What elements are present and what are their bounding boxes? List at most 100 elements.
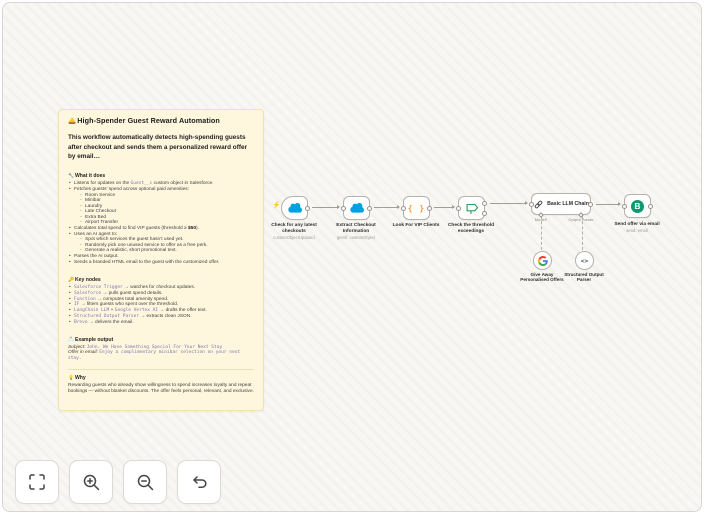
connection-wire: [374, 205, 400, 209]
subnode-structured-output-parser[interactable]: <>: [575, 251, 594, 270]
key-nodes-list: Salesforce Trigger → watches for checkou…: [68, 285, 254, 326]
list-item: Uses an AI agent to: Spot which services…: [68, 232, 254, 254]
code-braces-icon: { }: [407, 203, 426, 213]
brevo-icon: B: [631, 199, 644, 213]
amenities-list: Room Service Minibar Laundry Late Checko…: [74, 193, 254, 226]
list-item: Fetches guests’ spend across optional pa…: [68, 187, 254, 226]
what-it-does-list: Listens for updates on the Guest__c cust…: [68, 181, 254, 265]
google-g-icon: [537, 255, 548, 266]
list-item: Parses the AI output.: [68, 254, 254, 260]
salesforce-cloud-icon: [287, 203, 302, 213]
node-title: Basic LLM Chain: [547, 201, 589, 207]
connection-wire: [490, 201, 528, 205]
list-item: Sends a branded HTML email to the guest …: [68, 260, 254, 266]
example-offer: Offer in email: Enjoy a complimentary mi…: [68, 350, 241, 362]
angle-brackets-icon: <>: [580, 256, 589, 265]
output-port[interactable]: [367, 206, 372, 211]
node-look-for-vip-clients[interactable]: { }: [401, 196, 432, 220]
node-subtitle: getAll: customObject: [336, 234, 376, 240]
node-check-latest-checkouts[interactable]: [281, 196, 310, 220]
input-port[interactable]: [622, 204, 627, 209]
section-heading-key-nodes: 🔑Key nodes: [68, 276, 101, 283]
zoom-out-icon: [137, 474, 153, 490]
output-port[interactable]: [588, 202, 593, 207]
envelope-icon: 📩: [68, 337, 74, 343]
list-item: Extra Bed: [79, 215, 254, 221]
list-item: Spot which services the guest hasn’t use…: [79, 237, 254, 243]
list-item: Laundry: [79, 204, 254, 210]
list-item: LangChain LLM + Google Vertex AI → draft…: [68, 308, 254, 314]
salesforce-cloud-icon: [349, 203, 364, 213]
model-sub-connection: [541, 216, 542, 250]
fit-view-button[interactable]: [15, 460, 59, 504]
list-item: Generate a realistic, short promotional …: [79, 248, 254, 254]
section-heading-what: 🔧What it does: [68, 172, 106, 179]
list-item: Calculates total spend to find VIP guest…: [68, 226, 254, 232]
parser-connector-label: Output Parser: [568, 217, 594, 222]
node-label: Check the threshold exceedings: [447, 223, 495, 234]
list-item: Salesforce → pulls guest spend details.: [68, 291, 254, 297]
input-port[interactable]: [456, 206, 461, 211]
sticky-note[interactable]: 🛎️High-Spender Guest Reward Automation T…: [58, 109, 264, 411]
connection-wire: [596, 202, 621, 206]
node-label: Look For VIP Clients: [392, 223, 440, 228]
output-port[interactable]: [427, 206, 432, 211]
section-heading-example: 📩Example output: [68, 336, 114, 343]
node-label: Check for any latest checkouts customObj…: [265, 223, 323, 240]
node-extract-checkout-information[interactable]: [341, 196, 372, 220]
list-item: Listens for updates on the Guest__c cust…: [68, 181, 254, 187]
node-subtitle: customObjectUpdated: [273, 234, 315, 240]
output-port[interactable]: [648, 204, 653, 209]
example-subject: Subject: John, We Have Something Special…: [68, 344, 223, 350]
node-check-threshold[interactable]: [456, 196, 487, 220]
node-label: Send offer via email send: email: [608, 222, 666, 234]
list-item: Airport Transfer: [79, 220, 254, 226]
reset-zoom-button[interactable]: [177, 460, 221, 504]
output-port-false[interactable]: [482, 211, 487, 216]
zoom-in-icon: [83, 474, 99, 490]
undo-icon: [192, 475, 207, 488]
input-port[interactable]: [401, 206, 406, 211]
connection-wire: [312, 205, 340, 209]
trigger-lightning-icon: ⚡: [272, 202, 281, 209]
wrench-icon: 🔧: [68, 173, 74, 179]
list-item: Minibar: [79, 198, 254, 204]
section-heading-why: 💡Why: [68, 375, 86, 382]
ai-agent-list: Spot which services the guest hasn’t use…: [74, 237, 254, 254]
parser-sub-connection: [582, 216, 583, 250]
zoom-in-button[interactable]: [69, 460, 113, 504]
why-text: Rewarding guests who already show willin…: [68, 383, 254, 394]
node-send-offer-via-email[interactable]: B: [622, 194, 653, 218]
divider: [68, 369, 254, 371]
key-icon: 🔑: [68, 277, 74, 283]
output-port[interactable]: [305, 206, 310, 211]
fit-view-icon: [29, 474, 45, 490]
chain-link-icon: [534, 200, 543, 208]
input-port[interactable]: [341, 206, 346, 211]
node-label: Extract Checkout Information getAll: cus…: [327, 223, 385, 240]
sticky-title: 🛎️High-Spender Guest Reward Automation: [68, 116, 220, 125]
zoom-out-button[interactable]: [123, 460, 167, 504]
list-item: Room Service: [79, 193, 254, 199]
lightbulb-icon: 💡: [68, 376, 74, 382]
sticky-description: This workflow automatically detects high…: [68, 134, 247, 161]
list-item: Function → computes total amenity spend.: [68, 297, 254, 303]
output-port-true[interactable]: [482, 201, 487, 206]
subnode-google-vertex-model[interactable]: [533, 251, 552, 270]
list-item: Salesforce Trigger → watches for checkou…: [68, 285, 254, 291]
model-connector-label: Model*: [534, 217, 548, 222]
list-item: Randomly pick one unused service to offe…: [79, 243, 254, 249]
connection-wire: [434, 205, 455, 209]
subnode-label: Give Away Personalised Offers: [520, 272, 564, 283]
list-item: Late Checkout: [79, 209, 254, 215]
list-item: Structured Output Parser → extracts clea…: [68, 314, 254, 320]
input-port[interactable]: [529, 202, 534, 207]
node-subtitle: send: email: [626, 228, 648, 234]
node-basic-llm-chain[interactable]: Basic LLM Chain: [529, 193, 593, 218]
if-signpost-icon: [466, 203, 478, 214]
list-item: IF → filters guests who spent over the t…: [68, 302, 254, 308]
list-item: Brevo → delivers the email.: [68, 320, 254, 326]
subnode-label: Structured Output Parser: [564, 272, 604, 283]
